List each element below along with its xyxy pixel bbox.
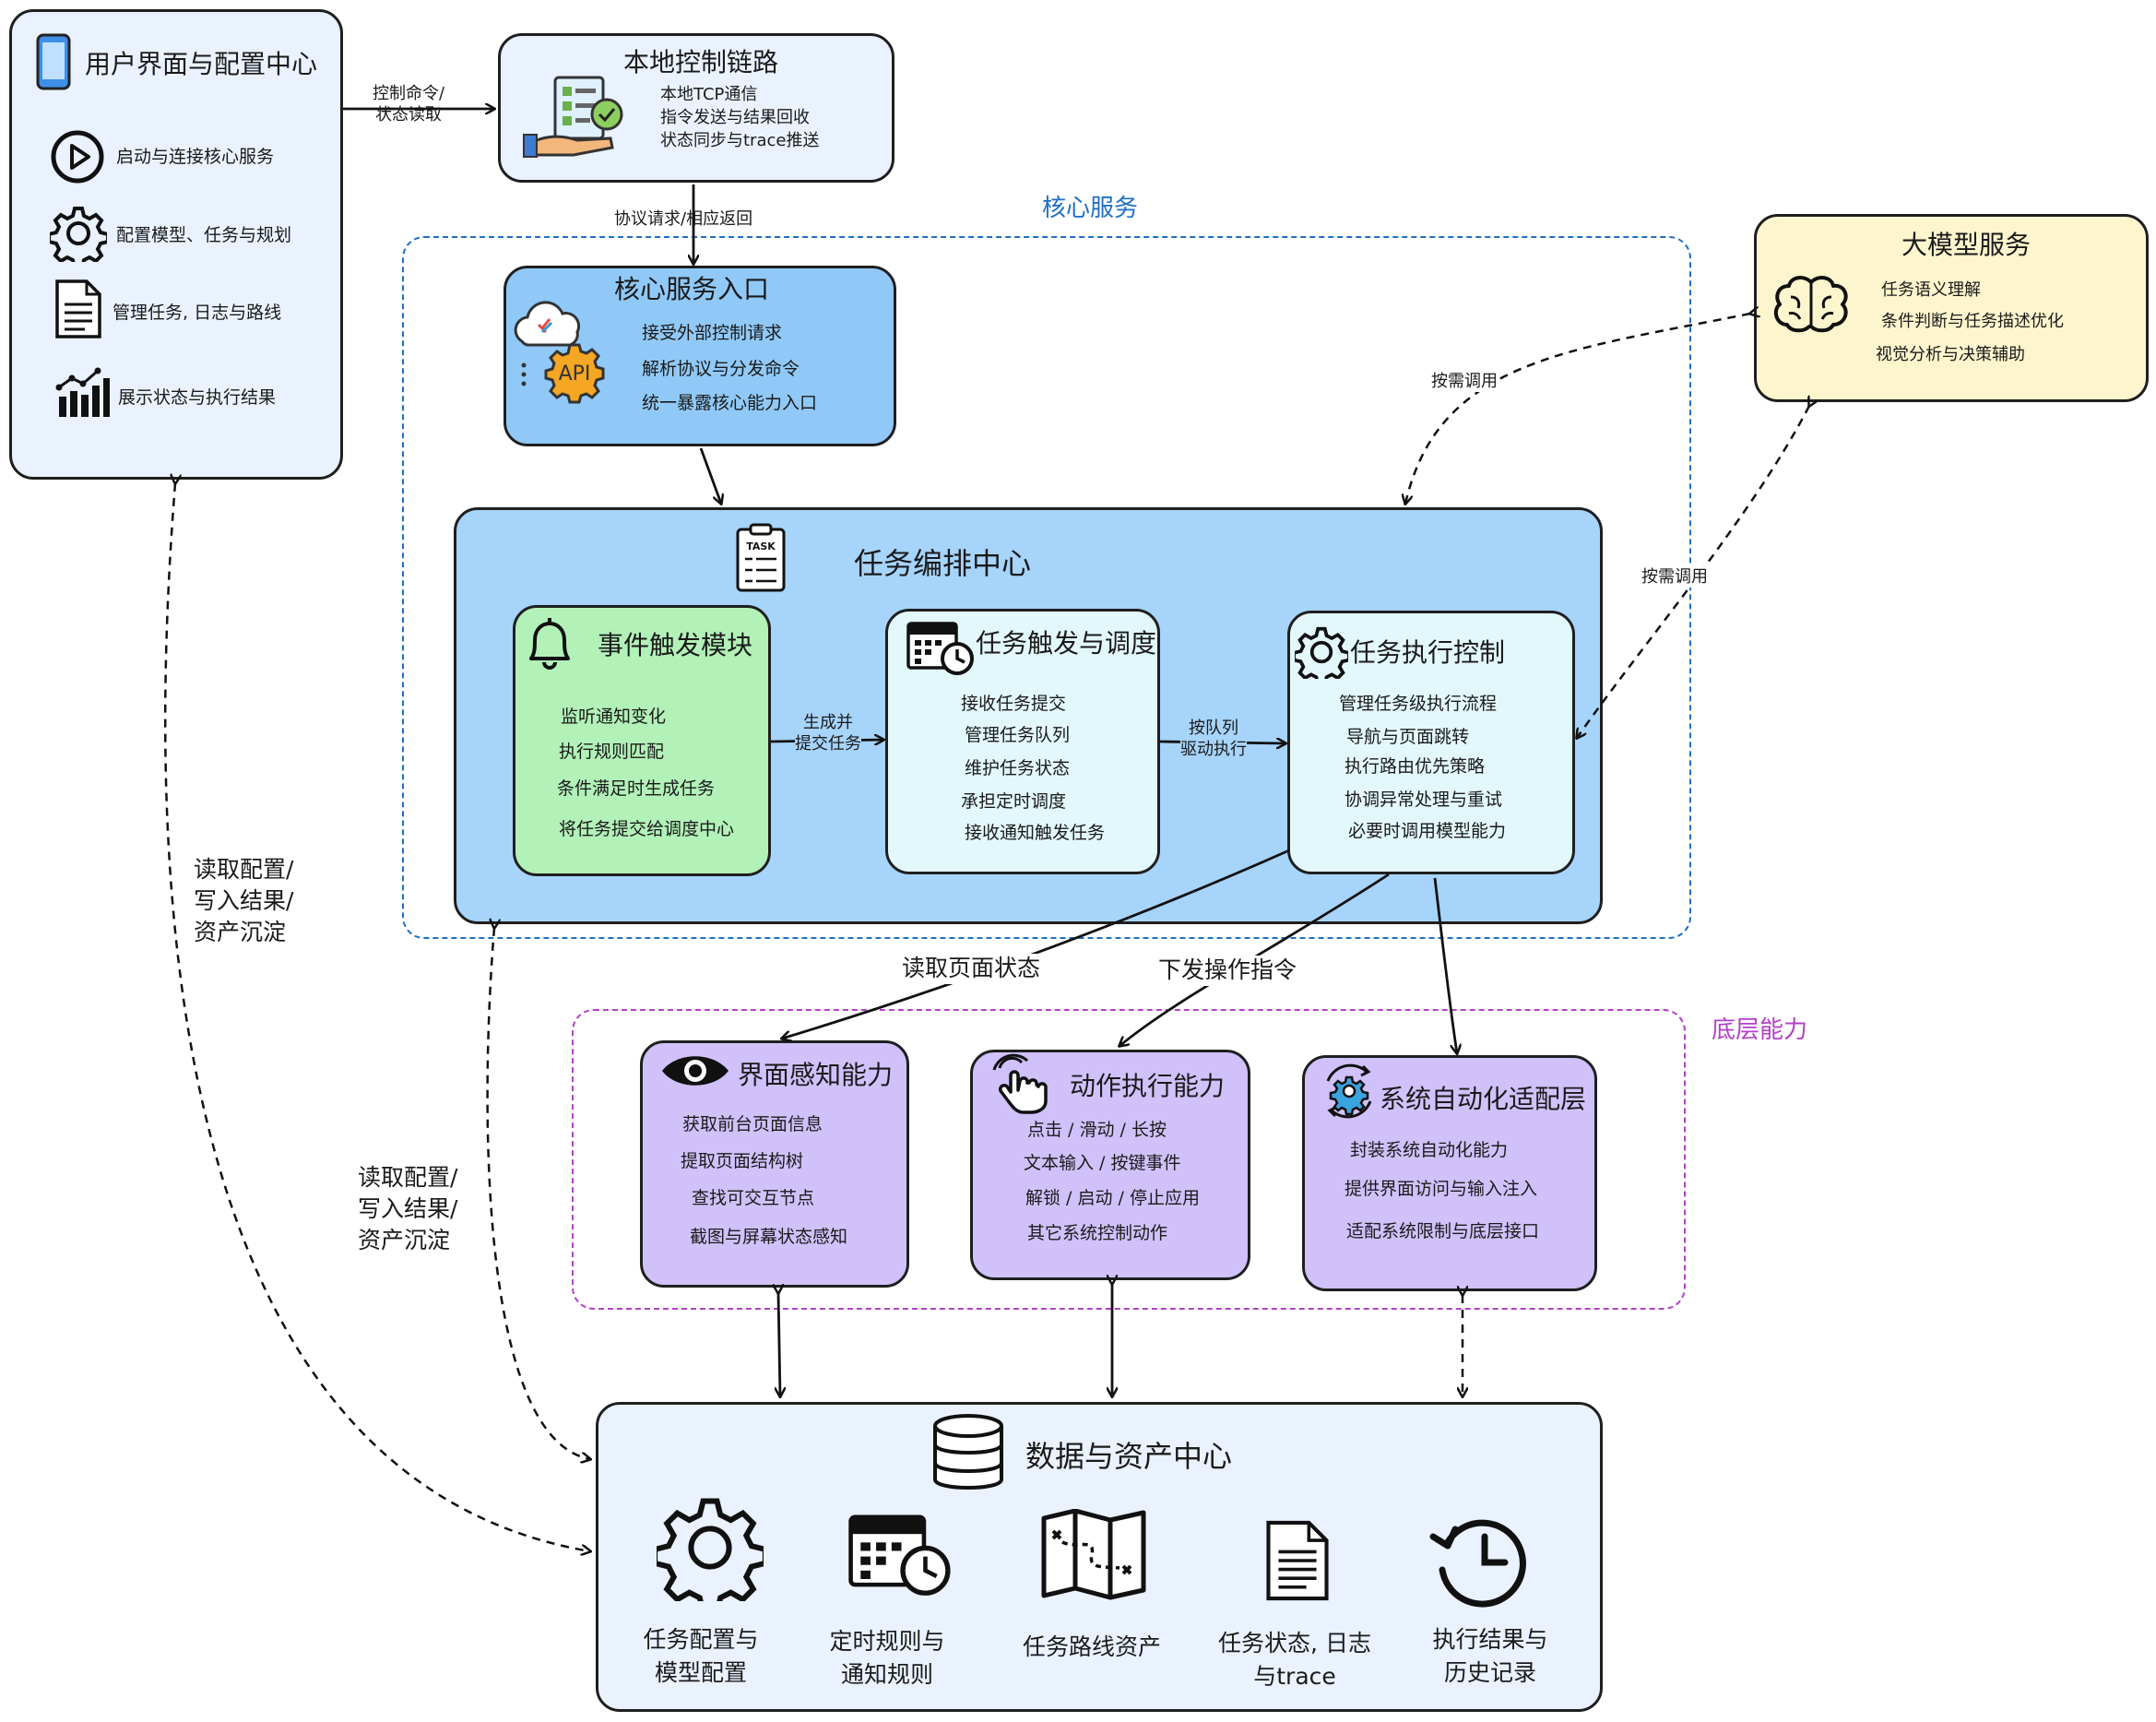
- perception-item-foreground: 获取前台页面信息: [682, 1114, 823, 1134]
- llm-title: 大模型服务: [1901, 230, 2032, 260]
- action-item-other: 其它系统控制动作: [1027, 1223, 1168, 1243]
- automation-item-access: 提供界面访问与输入注入: [1345, 1179, 1538, 1199]
- edge-exec-to-perception: [782, 849, 1290, 1039]
- automation-item-wrap: 封装系统自动化能力: [1350, 1140, 1509, 1160]
- exec-item-retry: 协调异常处理与重试: [1345, 790, 1503, 810]
- edge-label-control: 控制命令/状态读取: [373, 84, 445, 125]
- local-link-title: 本地控制链路: [623, 47, 779, 77]
- llm-item-condition: 条件判断与任务描述优化: [1881, 312, 2064, 331]
- perception-title: 界面感知能力: [738, 1060, 894, 1090]
- local-link-item-tcp: 本地TCP通信: [660, 85, 758, 104]
- edge-exec-to-automation: [1433, 877, 1457, 1053]
- document-icon: [55, 279, 101, 338]
- play-icon: [51, 130, 104, 184]
- base-capability-region-title: 底层能力: [1712, 1016, 1808, 1044]
- map-icon: [1041, 1509, 1146, 1600]
- bar-chart-icon: [55, 367, 110, 417]
- schedule-item-timer: 承担定时调度: [961, 791, 1067, 812]
- exec-item-route: 执行路由优先策略: [1345, 756, 1486, 777]
- edge-label-on-demand-1: 按需调用: [1431, 371, 1498, 393]
- edge-llm-orchestrator: [1405, 314, 1750, 504]
- perception-item-screenshot: 截图与屏幕状态感知: [690, 1227, 848, 1247]
- history-icon: [1429, 1519, 1526, 1608]
- task-clipboard-icon: TASK: [736, 523, 786, 592]
- edge-label-read-page: 读取页面状态: [902, 954, 1041, 984]
- llm-item-semantic: 任务语义理解: [1881, 280, 1981, 300]
- gear-icon: [1295, 626, 1348, 679]
- phone-icon: [36, 33, 71, 90]
- exec-item-nav: 导航与页面跳转: [1346, 727, 1470, 747]
- automation-item-adapt: 适配系统限制与底层接口: [1346, 1221, 1540, 1241]
- eye-icon: [662, 1056, 729, 1086]
- asset-route-label: 任务路线资产: [1022, 1633, 1161, 1660]
- edge-label-rw-left: 读取配置/写入结果/资产沉淀: [194, 856, 294, 945]
- schedule-item-status: 维护任务状态: [965, 758, 1071, 778]
- edge-user-data: [163, 483, 590, 1551]
- edge-perception-data: [778, 1293, 780, 1396]
- gear-icon: [657, 1498, 764, 1601]
- user-item-manage: 管理任务, 日志与路线: [113, 303, 282, 323]
- asset-rules-label: 定时规则与通知规则: [829, 1628, 945, 1689]
- automation-title: 系统自动化适配层: [1380, 1084, 1587, 1114]
- user-item-display: 展示状态与执行结果: [118, 387, 277, 408]
- core-entry-item-expose: 统一暴露核心能力入口: [642, 393, 818, 413]
- edge-label-send-op: 下发操作指令: [1158, 956, 1297, 986]
- schedule-item-notify: 接收通知触发任务: [965, 823, 1106, 843]
- event-item-submit: 将任务提交给调度中心: [559, 819, 735, 839]
- gear-icon: [50, 207, 107, 262]
- gear-cycle-icon: [1326, 1063, 1372, 1119]
- llm-item-vision: 视觉分析与决策辅助: [1876, 345, 2025, 364]
- edge-label-queue: 按队列驱动执行: [1180, 718, 1247, 761]
- calendar-clock-icon: [848, 1514, 951, 1596]
- action-item-app: 解锁 / 启动 / 停止应用: [1025, 1188, 1200, 1208]
- event-module-title: 事件触发模块: [598, 630, 753, 660]
- action-title: 动作执行能力: [1070, 1071, 1226, 1101]
- user-panel-title: 用户界面与配置中心: [85, 49, 318, 79]
- calendar-clock-icon: [906, 622, 974, 675]
- edge-orchestrator-data: [486, 928, 590, 1459]
- asset-log-label: 任务状态, 日志与trace: [1218, 1630, 1371, 1691]
- core-entry-item-accept: 接受外部控制请求: [642, 323, 783, 343]
- orchestrator-title: 任务编排中心: [854, 546, 1032, 581]
- schedule-module-title: 任务触发与调度: [976, 628, 1157, 659]
- svg-text:API: API: [559, 362, 591, 386]
- edge-label-protocol: 协议请求/相应返回: [614, 209, 753, 229]
- core-entry-item-parse: 解析协议与分发命令: [642, 359, 800, 379]
- action-item-input: 文本输入 / 按键事件: [1024, 1153, 1181, 1173]
- user-item-start: 启动与连接核心服务: [116, 147, 275, 167]
- schedule-item-receive: 接收任务提交: [961, 694, 1067, 714]
- document-icon: [1266, 1520, 1329, 1601]
- local-link-item-sync: 状态同步与trace推送: [660, 131, 820, 150]
- exec-module-title: 任务执行控制: [1350, 637, 1506, 668]
- user-item-config: 配置模型、任务与规划: [116, 225, 292, 245]
- svg-text:TASK: TASK: [746, 540, 776, 552]
- data-center-title: 数据与资产中心: [1025, 1439, 1233, 1474]
- database-icon: [933, 1414, 1003, 1490]
- asset-config-label: 任务配置与模型配置: [643, 1626, 759, 1687]
- edge-label-generate: 生成并提交任务: [795, 712, 861, 755]
- local-link-item-send: 指令发送与结果回收: [660, 108, 810, 127]
- task-exec-module: [1287, 611, 1575, 874]
- tap-hand-icon: [992, 1053, 1048, 1114]
- llm-service: [1754, 214, 2149, 402]
- core-entry-title: 核心服务入口: [614, 274, 770, 304]
- exec-item-flow: 管理任务级执行流程: [1339, 694, 1498, 714]
- api-cloud-gear-icon: API: [514, 301, 605, 404]
- perception-item-tree: 提取页面结构树: [681, 1151, 804, 1171]
- core-service-region-title: 核心服务: [1042, 195, 1139, 222]
- exec-item-model: 必要时调用模型能力: [1348, 821, 1507, 841]
- edge-entry-to-orchestrator: [699, 447, 721, 504]
- edge-label-rw-mid: 读取配置/写入结果/资产沉淀: [358, 1164, 458, 1253]
- perception-item-nodes: 查找可交互节点: [692, 1188, 815, 1208]
- edge-label-on-demand-2: 按需调用: [1641, 566, 1708, 588]
- schedule-item-queue: 管理任务队列: [965, 725, 1071, 745]
- action-item-click: 点击 / 滑动 / 长按: [1027, 1120, 1167, 1140]
- brain-icon: [1773, 276, 1848, 333]
- asset-history-label: 执行结果与历史记录: [1432, 1626, 1548, 1687]
- event-item-generate: 条件满足时生成任务: [557, 778, 716, 799]
- checklist-hand-icon: [523, 76, 623, 158]
